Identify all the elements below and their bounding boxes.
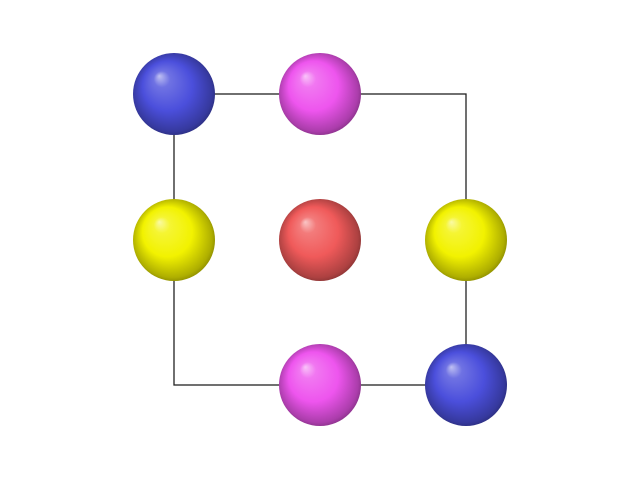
- atom-yellow: [425, 199, 507, 281]
- atoms-group: [133, 53, 507, 426]
- atom-blue: [425, 344, 507, 426]
- atom-blue: [133, 53, 215, 135]
- atom-magenta: [279, 344, 361, 426]
- atom-magenta: [279, 53, 361, 135]
- atom-yellow: [133, 199, 215, 281]
- atom-red: [279, 199, 361, 281]
